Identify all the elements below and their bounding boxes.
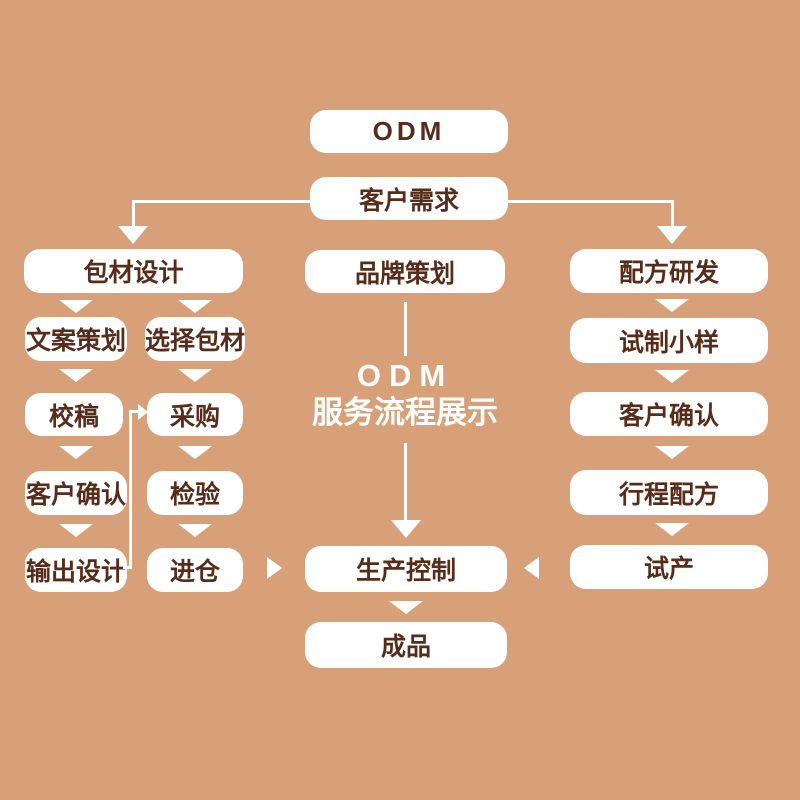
node-production-control: 生产控制	[305, 546, 507, 592]
connector-left-branch-vline	[132, 200, 135, 228]
node-odm: ODM	[310, 110, 508, 153]
arrow-down-icon	[59, 524, 93, 537]
node-brand-planning: 品牌策划	[305, 250, 505, 293]
node-trial-production: 试产	[570, 545, 768, 589]
arrow-down-icon	[178, 446, 212, 459]
center-title-line1: ODM	[356, 358, 454, 393]
node-purchasing: 采购	[147, 393, 243, 436]
arrow-right-icon	[267, 557, 282, 579]
node-formula-rd: 配方研发	[570, 249, 768, 293]
arrowhead-left-branch-icon	[118, 226, 148, 244]
node-copywriting: 文案策划	[25, 317, 127, 361]
node-customer-confirm-right: 客户确认	[570, 392, 768, 436]
node-packaging-design: 包材设计	[24, 249, 243, 293]
center-title-line2: 服务流程展示	[312, 395, 498, 430]
arrowhead-to-purchasing-icon	[138, 404, 148, 420]
arrow-down-icon	[178, 369, 212, 382]
arrow-down-icon	[59, 369, 93, 382]
node-customer-needs: 客户需求	[310, 177, 508, 220]
node-warehousing: 进仓	[147, 548, 243, 592]
node-customer-confirm-left: 客户确认	[25, 471, 127, 515]
connector-brand-to-production-lower	[404, 443, 407, 522]
node-inspection: 检验	[147, 471, 243, 515]
arrowhead-to-production-icon	[391, 520, 421, 538]
arrow-left-icon	[524, 557, 539, 579]
center-title: ODM 服务流程展示	[255, 358, 555, 431]
node-trip-formula: 行程配方	[570, 470, 768, 515]
node-trial-sample: 试制小样	[570, 318, 768, 363]
arrowhead-right-branch-icon	[657, 226, 687, 244]
arrow-down-icon	[655, 299, 689, 312]
arrow-down-icon	[59, 300, 93, 313]
node-finished-product: 成品	[305, 622, 507, 668]
arrow-down-icon	[655, 523, 689, 536]
arrow-down-icon	[178, 524, 212, 537]
connector-output-to-purchasing-bottom	[123, 566, 132, 569]
node-select-packaging: 选择包材	[145, 317, 245, 361]
arrow-down-icon	[389, 601, 423, 614]
arrow-down-icon	[59, 446, 93, 459]
connector-output-to-purchasing-top	[129, 410, 139, 413]
node-output-design: 输出设计	[25, 548, 127, 592]
arrow-down-icon	[655, 446, 689, 459]
connector-brand-to-production-upper	[404, 302, 407, 356]
connector-right-branch-vline	[671, 200, 674, 228]
connector-output-to-purchasing-vline	[129, 410, 132, 569]
connector-left-branch-hline	[133, 200, 310, 203]
arrow-down-icon	[655, 370, 689, 383]
node-proofreading: 校稿	[25, 393, 123, 436]
connector-right-branch-hline	[508, 200, 674, 203]
arrow-down-icon	[178, 300, 212, 313]
